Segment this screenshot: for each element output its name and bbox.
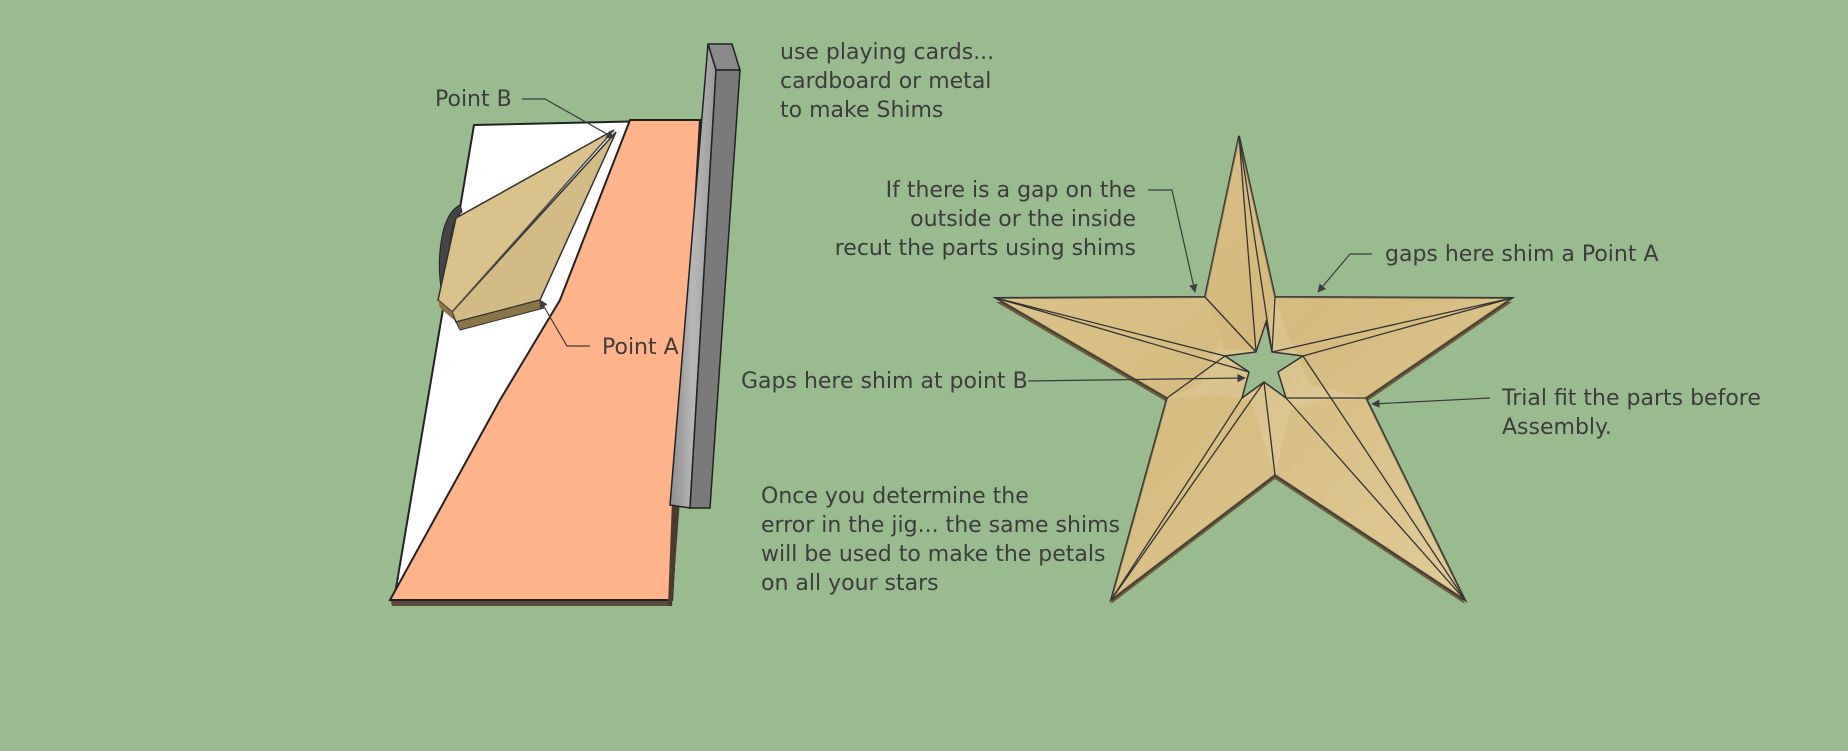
note-trial-fit: Trial fit the parts before Assembly. — [1502, 384, 1761, 442]
jig-base-side — [668, 500, 680, 606]
note-gap-line: If there is a gap on the — [885, 178, 1136, 203]
note-shims-line: cardboard or metal — [780, 69, 992, 94]
note-shims-line: use playing cards... — [780, 40, 995, 65]
note-gaps-point-a: gaps here shim a Point A — [1385, 242, 1659, 267]
note-gap: If there is a gap on the outside or the … — [835, 176, 1136, 263]
note-gaps-point-b: Gaps here shim at point B — [741, 369, 1028, 394]
jig-base-board — [388, 119, 702, 601]
note-jig-error-line: error in the jig... the same shims — [761, 513, 1120, 538]
cutting-jig — [388, 43, 742, 606]
note-jig-error: Once you determine the error in the jig.… — [761, 482, 1120, 598]
note-shims: use playing cards... cardboard or metal … — [780, 38, 994, 125]
leader-gap-note — [1148, 189, 1198, 293]
star-grain-band — [1275, 297, 1512, 398]
note-gap-line: recut the parts using shims — [834, 236, 1136, 261]
star-grain-band — [1275, 398, 1465, 600]
label-point-a: Point A — [602, 335, 679, 360]
note-gap-line: outside or the inside — [910, 207, 1136, 232]
leader-lines — [522, 98, 1491, 408]
star-grain-band — [1111, 395, 1275, 600]
label-point-b: Point B — [435, 87, 512, 112]
note-jig-error-line: Once you determine the — [761, 484, 1029, 509]
star-grain-band — [996, 297, 1220, 398]
petal-piece-edge-left — [438, 300, 454, 320]
leader-gaps-point-a — [1317, 253, 1372, 293]
leader-gaps-point-b — [1027, 373, 1246, 383]
note-trial-fit-line: Trial fit the parts before — [1502, 386, 1761, 411]
note-shims-line: to make Shims — [780, 98, 944, 123]
note-trial-fit-line: Assembly. — [1502, 415, 1612, 440]
note-jig-error-line: will be used to make the petals — [761, 542, 1106, 567]
leader-point-a — [539, 299, 590, 347]
star-assembly — [992, 135, 1516, 604]
jig-fence-side — [689, 69, 741, 509]
note-jig-error-line: on all your stars — [761, 571, 939, 596]
leader-point-b — [522, 98, 615, 139]
star-grain-band — [1205, 136, 1275, 350]
leader-trial-fit — [1371, 397, 1491, 408]
